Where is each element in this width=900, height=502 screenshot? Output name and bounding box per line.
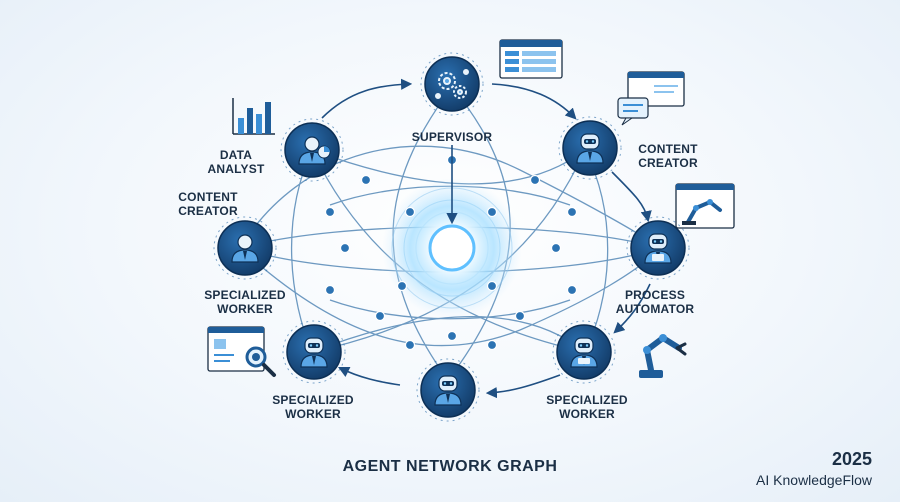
gears-icon (435, 69, 469, 99)
robot-arm-window-icon (675, 183, 735, 229)
industrial-robot-arm-icon (639, 334, 687, 378)
node-content-creator-right (558, 116, 622, 180)
label-worker-left: SPECIALIZED WORKER (204, 288, 286, 316)
search-gear-window-icon (207, 326, 276, 377)
node-worker-bottom-left (282, 320, 346, 384)
label-supervisor: SUPERVISOR (411, 130, 493, 144)
node-process-automator (626, 216, 690, 280)
node-worker-bottom-right (552, 320, 616, 384)
node-supervisor (420, 52, 484, 116)
year-label: 2025 (831, 449, 872, 469)
flow-arrows (321, 78, 652, 399)
analyst-icon (298, 136, 331, 165)
label-data-analyst: DATA ANALYST (207, 148, 265, 176)
chat-window-icon (617, 71, 685, 126)
brand-label: AI KnowledgeFlow (756, 472, 872, 488)
node-worker-left (213, 216, 277, 280)
junction-dots (324, 154, 578, 351)
label-content-creator-left: CONTENT CREATOR (178, 190, 238, 218)
node-worker-bottom (416, 358, 480, 422)
central-hub (428, 224, 476, 272)
robot-icon (644, 233, 672, 264)
label-content-creator-right: CONTENT CREATOR (638, 142, 698, 170)
robot-suit-icon (570, 337, 598, 368)
node-data-analyst (280, 118, 344, 182)
table-window-icon (499, 39, 563, 79)
diagram-title: AGENT NETWORK GRAPH (342, 458, 558, 475)
label-worker-bottom-left: SPECIALIZED WORKER (272, 393, 354, 421)
bar-chart-icon (232, 98, 275, 135)
label-worker-bottom-right: SPECIALIZED WORKER (546, 393, 628, 421)
label-process-automator: PROCESS AUTOMATOR (615, 288, 695, 316)
